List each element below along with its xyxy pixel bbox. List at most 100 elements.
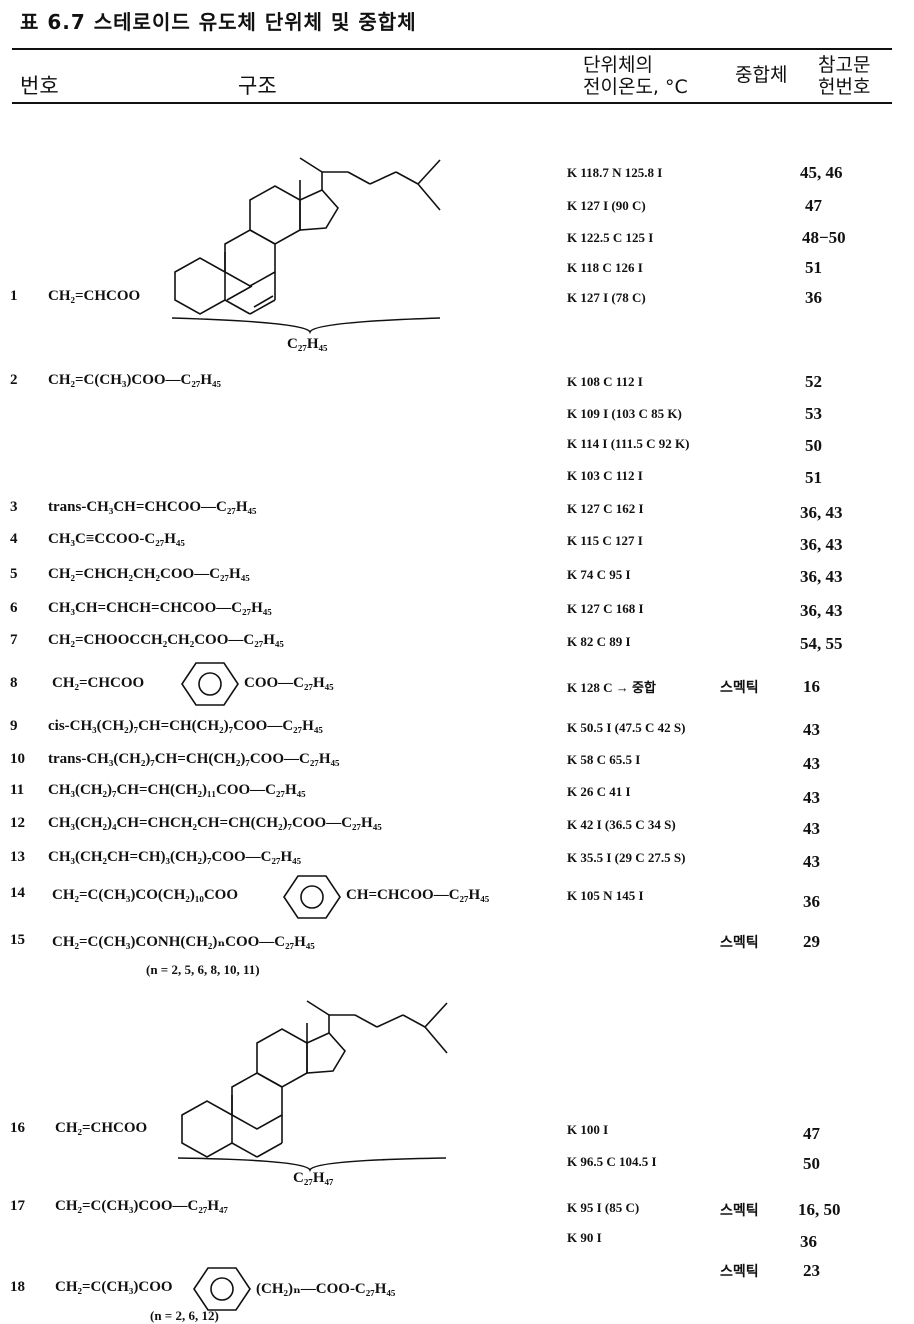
steroid-skeleton-16 bbox=[177, 1000, 448, 1173]
ref-number: 43 bbox=[803, 788, 820, 807]
ref-number: 51 bbox=[805, 468, 822, 487]
transition-temp: K 96.5 C 104.5 I bbox=[567, 1154, 657, 1169]
header-polymer: 중합체 bbox=[735, 64, 788, 86]
formula-suffix: COO—C₂₇H₄₅ bbox=[244, 675, 334, 691]
row-number: 11 bbox=[10, 782, 25, 798]
formula-prefix: CH₂=CHCOO bbox=[48, 288, 141, 304]
row-number: 13 bbox=[10, 849, 25, 865]
transition-temp: K 95 I (85 C) bbox=[567, 1200, 640, 1215]
transition-temp: K 108 C 112 I bbox=[567, 374, 643, 389]
formula: CH₃CH=CHCH=CHCOO—C₂₇H₄₅ bbox=[48, 600, 272, 616]
row-number: 9 bbox=[10, 718, 18, 734]
transition-temp: K 115 C 127 I bbox=[567, 533, 643, 548]
ref-number: 54, 55 bbox=[800, 634, 843, 653]
ref-number: 43 bbox=[803, 819, 820, 838]
transition-temp: K 105 N 145 I bbox=[567, 888, 644, 903]
benzene-ring-8 bbox=[181, 662, 239, 706]
formula-note: (n = 2, 6, 12) bbox=[150, 1308, 219, 1323]
transition-temp: K 118.7 N 125.8 I bbox=[567, 165, 663, 180]
polymer-phase: 스멕틱 bbox=[720, 1203, 759, 1219]
ref-number: 36 bbox=[805, 288, 822, 307]
transition-temp: K 114 I (111.5 C 92 K) bbox=[567, 436, 690, 451]
polymer-phase: 스멕틱 bbox=[720, 1264, 759, 1280]
ref-number: 16, 50 bbox=[798, 1200, 841, 1219]
ref-number: 36 bbox=[803, 892, 820, 911]
transition-temp: K 74 C 95 I bbox=[567, 567, 631, 582]
row-number: 16 bbox=[10, 1120, 25, 1136]
row-number: 10 bbox=[10, 751, 25, 767]
ref-number: 52 bbox=[805, 372, 822, 391]
header-ref-line2: 헌번호 bbox=[818, 76, 871, 98]
formula-prefix: CH₂=CHCOO bbox=[55, 1120, 148, 1136]
transition-temp: K 90 I bbox=[567, 1230, 602, 1245]
row-number: 17 bbox=[10, 1198, 25, 1214]
transition-temp: K 128 C → 중합 bbox=[567, 680, 656, 695]
formula: cis-CH₃(CH₂)₇CH=CH(CH₂)₇COO—C₂₇H₄₅ bbox=[48, 718, 323, 734]
ref-number: 16 bbox=[803, 677, 820, 696]
ref-number: 36, 43 bbox=[800, 503, 843, 522]
transition-temp: K 127 I (90 C) bbox=[567, 198, 646, 213]
formula: CH₃(CH₂CH=CH)₃(CH₂)₇COO—C₂₇H₄₅ bbox=[48, 849, 302, 865]
ref-number: 47 bbox=[805, 196, 822, 215]
formula: CH₃C≡CCOO-C₂₇H₄₅ bbox=[48, 531, 185, 547]
row-number: 12 bbox=[10, 815, 25, 831]
ref-number: 48−50 bbox=[802, 228, 846, 247]
transition-temp: K 42 I (36.5 C 34 S) bbox=[567, 817, 676, 832]
transition-temp: K 50.5 I (47.5 C 42 S) bbox=[567, 720, 686, 735]
ref-number: 43 bbox=[803, 754, 820, 773]
formula: CH₃(CH₂)₄CH=CHCH₂CH=CH(CH₂)₇COO—C₂₇H₄₅ bbox=[48, 815, 382, 831]
ref-number: 43 bbox=[803, 852, 820, 871]
header-bottom-rule bbox=[12, 102, 892, 104]
ref-number: 47 bbox=[803, 1124, 820, 1143]
formula-suffix: (CH₂)ₙ—COO-C₂₇H₄₅ bbox=[256, 1281, 396, 1297]
transition-temp: K 127 I (78 C) bbox=[567, 290, 646, 305]
ref-number: 36, 43 bbox=[800, 601, 843, 620]
row-number: 1 bbox=[10, 288, 18, 304]
ref-number: 53 bbox=[805, 404, 822, 423]
ref-number: 36 bbox=[800, 1232, 817, 1251]
ref-number: 51 bbox=[805, 258, 822, 277]
row-number: 6 bbox=[10, 600, 18, 616]
formula-suffix: CH=CHCOO—C₂₇H₄₅ bbox=[346, 887, 490, 903]
ref-number: 36, 43 bbox=[800, 567, 843, 586]
steroid-skeleton-1 bbox=[171, 157, 441, 335]
formula: CH₂=C(CH₃)COO—C₂₇H₄₅ bbox=[48, 372, 222, 388]
formula: CH₂=C(CH₃)CONH(CH₂)ₙCOO—C₂₇H₄₅ bbox=[52, 934, 315, 950]
ref-number: 45, 46 bbox=[800, 163, 843, 182]
formula: CH₂=CHCH₂CH₂COO—C₂₇H₄₅ bbox=[48, 566, 250, 582]
benzene-ring-14 bbox=[283, 875, 341, 919]
row-number: 3 bbox=[10, 499, 18, 515]
formula: trans-CH₃(CH₂)₇CH=CH(CH₂)₇COO—C₂₇H₄₅ bbox=[48, 751, 340, 767]
transition-temp: K 35.5 I (29 C 27.5 S) bbox=[567, 850, 686, 865]
row-number: 15 bbox=[10, 932, 25, 948]
header-top-rule bbox=[12, 48, 892, 50]
header-no: 번호 bbox=[20, 74, 59, 98]
row-number: 8 bbox=[10, 675, 18, 691]
header-structure: 구조 bbox=[238, 74, 277, 98]
benzene-ring-18 bbox=[193, 1267, 251, 1311]
formula: CH₂=CHOOCCH₂CH₂COO—C₂₇H₄₅ bbox=[48, 632, 284, 648]
row-number: 18 bbox=[10, 1279, 25, 1295]
ref-number: 50 bbox=[805, 436, 822, 455]
ref-number: 50 bbox=[803, 1154, 820, 1173]
transition-temp: K 82 C 89 I bbox=[567, 634, 631, 649]
group-label: C₂₇H₄₅ bbox=[287, 336, 328, 352]
transition-temp: K 26 C 41 I bbox=[567, 784, 631, 799]
table-title: 표 6.7 스테로이드 유도체 단위체 및 중합체 bbox=[20, 10, 417, 34]
formula-prefix: CH₂=CHCOO bbox=[52, 675, 145, 691]
header-transition-line2: 전이온도, °C bbox=[583, 76, 688, 98]
formula: CH₃(CH₂)₇CH=CH(CH₂)₁₁COO—C₂₇H₄₅ bbox=[48, 782, 306, 798]
transition-temp: K 122.5 C 125 I bbox=[567, 230, 654, 245]
formula-prefix: CH₂=C(CH₃)CO(CH₂)₁₀COO bbox=[52, 887, 239, 903]
row-number: 2 bbox=[10, 372, 18, 388]
ref-number: 43 bbox=[803, 720, 820, 739]
formula-note: (n = 2, 5, 6, 8, 10, 11) bbox=[146, 962, 260, 977]
header-transition-line1: 단위체의 bbox=[583, 54, 653, 76]
transition-temp: K 109 I (103 C 85 K) bbox=[567, 406, 682, 421]
polymer-phase: 스멕틱 bbox=[720, 935, 759, 951]
transition-temp: K 118 C 126 I bbox=[567, 260, 643, 275]
row-number: 4 bbox=[10, 531, 18, 547]
row-number: 5 bbox=[10, 566, 18, 582]
transition-temp: K 127 C 162 I bbox=[567, 501, 644, 516]
